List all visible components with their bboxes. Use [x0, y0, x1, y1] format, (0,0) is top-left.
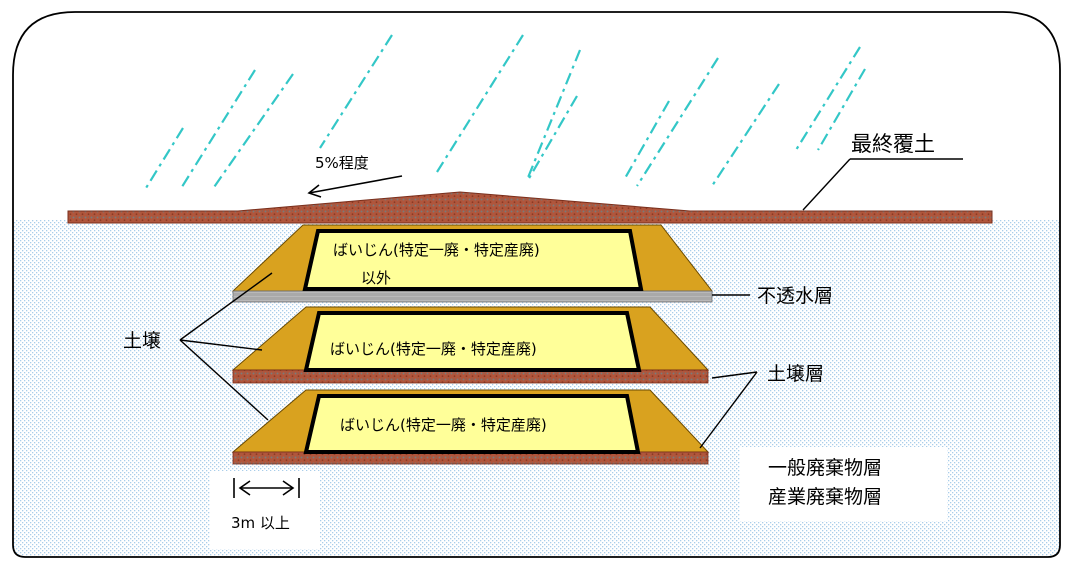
- soil-layer-leaders: [699, 371, 758, 449]
- soil-layer-label: 土壌層: [767, 363, 824, 385]
- final-cover-label: 最終覆土: [851, 132, 935, 156]
- layer-1: ばいじん(特定一廃・特定産廃) 以外: [231, 224, 714, 303]
- layer-2: ばいじん(特定一廃・特定産廃): [231, 306, 710, 384]
- layer-3: ばいじん(特定一廃・特定産廃): [231, 389, 710, 465]
- slope-arrow: [307, 175, 403, 198]
- impermeable-label: 不透水層: [757, 285, 833, 307]
- width-dimension-arrow: [233, 478, 300, 498]
- final-cover-soil: [67, 191, 993, 224]
- rain-lines: [145, 34, 866, 191]
- slope-label: 5%程度: [315, 154, 369, 172]
- impermeable-layer: [232, 290, 713, 303]
- width-label-box: [210, 471, 320, 549]
- final-cover-leader: [802, 158, 963, 211]
- ash-label-2: ばいじん(特定一廃・特定産廃): [330, 340, 537, 358]
- ash-label-1b: 以外: [361, 269, 391, 287]
- general-waste-label: 一般廃棄物層: [768, 457, 882, 479]
- soil-label: 土壌: [123, 330, 161, 352]
- soil-leaders: [179, 272, 273, 421]
- ash-box-3: [303, 394, 641, 454]
- outer-frame: [12, 11, 1061, 558]
- ash-label-3: ばいじん(特定一廃・特定産廃): [340, 416, 547, 434]
- ash-box-2: [303, 311, 642, 372]
- waste-label-box: [740, 447, 947, 521]
- industrial-waste-label: 産業廃棄物層: [768, 486, 882, 508]
- ash-box-1: [302, 229, 644, 291]
- width-label: 3m 以上: [231, 514, 290, 532]
- ash-label-1a: ばいじん(特定一廃・特定産廃): [333, 241, 540, 259]
